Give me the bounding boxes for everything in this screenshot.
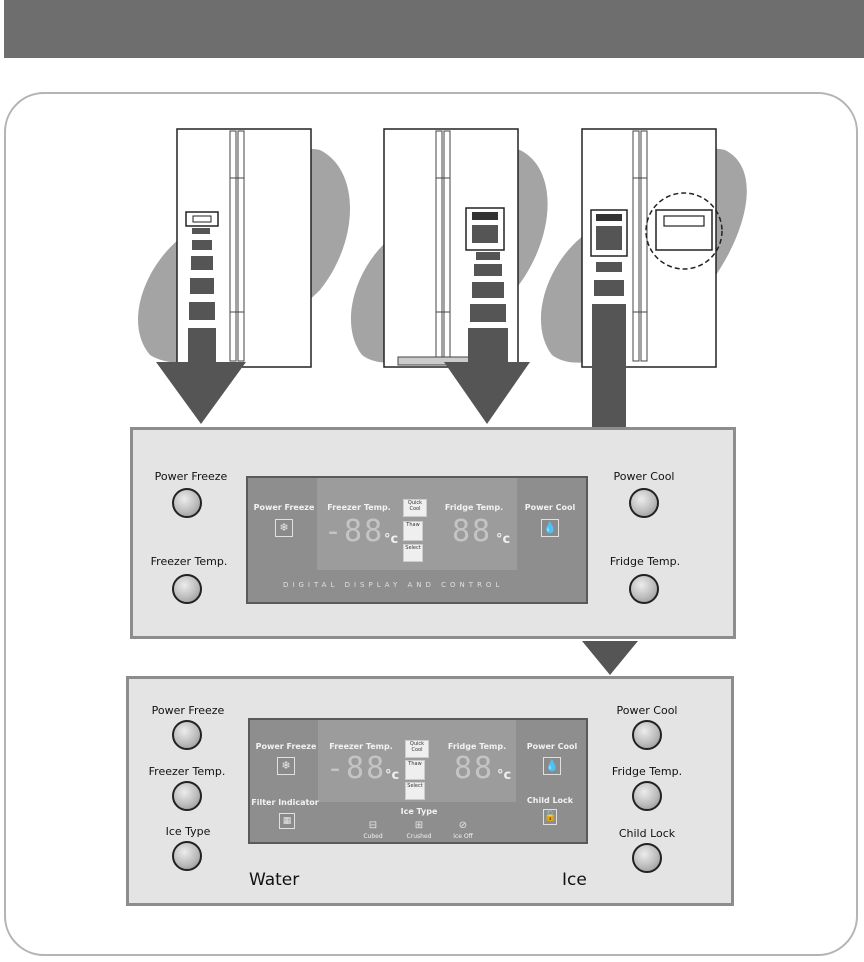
display2-fridge-temp-label: Fridge Temp. [447,742,507,751]
power-cool-button-2[interactable] [632,720,662,750]
display-freezer-temp-label: Freezer Temp. [327,503,391,512]
ice-type-display-label: Ice Type [400,807,438,816]
cubed-ice-icon: ⊟ [368,820,378,831]
header-bar [4,0,864,58]
refrigerator-illustration [138,128,747,428]
freezer-temp-label-2: Freezer Temp. [148,765,226,778]
connector-arrow [582,641,638,675]
fridge-temp-digits: 88 [452,514,493,549]
thaw-icon-2: Thaw [405,760,425,780]
quick-cool-icon: Quick Cool [403,499,427,517]
power-cool-label: Power Cool [613,470,675,483]
snowflake-icon: ❄ [275,519,293,537]
crushed-ice-icon: ⊞ [414,820,424,831]
arrow-1 [156,228,246,424]
freezer-temp-unit: °c [384,532,399,547]
power-freeze-label: Power Freeze [154,470,228,483]
select-icon-2: Select [405,782,425,800]
filter-indicator-label: Filter Indicator [251,798,319,807]
freezer-temp-digits: -88 [324,514,385,549]
ice-off-label: Ice Off [453,833,473,840]
fridge-temp-label-2: Fridge Temp. [611,765,683,778]
cubed-label: Cubed [363,833,383,840]
freezer-temp-button-2[interactable] [172,781,202,811]
arrow-2 [444,252,530,424]
fridge-temp-unit-2: °c [497,768,512,783]
child-lock-button[interactable] [632,843,662,873]
ice-type-label: Ice Type [165,825,211,838]
power-freeze-label-2: Power Freeze [151,704,225,717]
freezer-temp-digits-2: -88 [326,751,387,786]
thaw-icon: Thaw [403,521,423,541]
freezer-temp-button[interactable] [172,574,202,604]
lock-icon: 🔓 [543,809,557,825]
ice-type-button[interactable] [172,841,202,871]
snowflake-icon-2: ❄ [277,757,295,775]
power-freeze-button[interactable] [172,488,202,518]
quick-cool-icon-2: Quick Cool [405,740,429,758]
droplet-icon-2: 💧 [543,757,561,775]
ice-off-icon: ⊘ [458,820,468,831]
child-lock-label: Child Lock [618,827,676,840]
power-cool-button[interactable] [629,488,659,518]
droplet-icon: 💧 [541,519,559,537]
fridge-temp-button[interactable] [629,574,659,604]
fridge-temp-label: Fridge Temp. [609,555,681,568]
ice-label: Ice [562,870,587,890]
power-freeze-button-2[interactable] [172,720,202,750]
child-lock-display-label: Child Lock [526,796,574,805]
arrow-3 [592,262,626,428]
fridge-temp-digits-2: 88 [454,751,495,786]
water-label: Water [249,870,300,890]
freezer-temp-unit-2: °c [385,768,400,783]
fridge-temp-button-2[interactable] [632,781,662,811]
display2-freezer-temp-label: Freezer Temp. [329,742,393,751]
display-fridge-temp-label: Fridge Temp. [444,503,504,512]
freezer-temp-label: Freezer Temp. [150,555,228,568]
display-caption: DIGITAL DISPLAY AND CONTROL [283,581,504,589]
crushed-label: Crushed [406,833,432,840]
select-icon: Select [403,544,423,562]
display2-power-freeze-label: Power Freeze [255,742,317,751]
filter-icon: ▦ [279,813,295,829]
display2-power-cool-label: Power Cool [526,742,578,751]
fridge-temp-unit: °c [496,532,511,547]
display-power-freeze-label: Power Freeze [253,503,315,512]
power-cool-label-2: Power Cool [616,704,678,717]
refrigerator-2 [383,128,519,368]
display-power-cool-label: Power Cool [524,503,576,512]
